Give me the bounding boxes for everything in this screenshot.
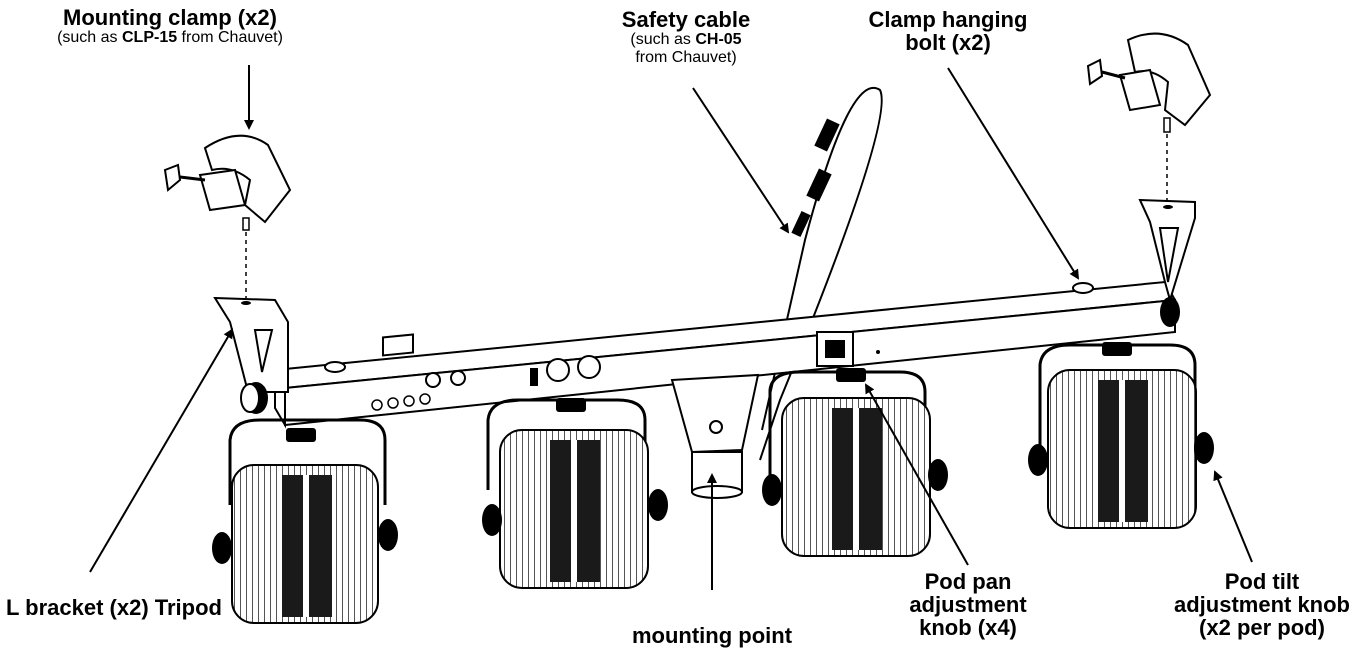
label-l-bracket: L bracket (x2) Tripod [6,595,222,620]
arrow-safety-cable [692,87,790,234]
left-clamp [163,134,292,231]
label-pod-tilt: Pod tilt adjustment knob (x2 per pod) [1173,569,1350,641]
label-mounting-clamp: Mounting clamp (x2) (such as CLP-15 from… [57,5,283,47]
right-l-bracket [1138,198,1196,327]
arrow-pod-pan [865,383,969,566]
left-l-bracket [213,296,289,414]
pod-3 [762,368,948,557]
right-clamp [1086,32,1212,133]
arrow-l-bracket [89,328,234,573]
label-mounting-point: mounting point [631,623,793,648]
safety-cable [759,87,883,461]
light-bar [273,280,1177,429]
label-safety-cable: Safety cable (such as CH-05 from Chauvet… [621,7,751,66]
label-pod-pan: Pod pan adjustment knob (x4) [909,569,1027,641]
label-clamp-hanging-bolt: Clamp hanging bolt (x2) [868,7,1028,56]
pod-2 [482,398,668,589]
center-mount [670,373,760,499]
pod-4 [1028,342,1214,529]
pod-1 [212,418,398,624]
arrow-pod-tilt [1213,470,1253,563]
arrow-clamp-bolt [947,67,1080,280]
